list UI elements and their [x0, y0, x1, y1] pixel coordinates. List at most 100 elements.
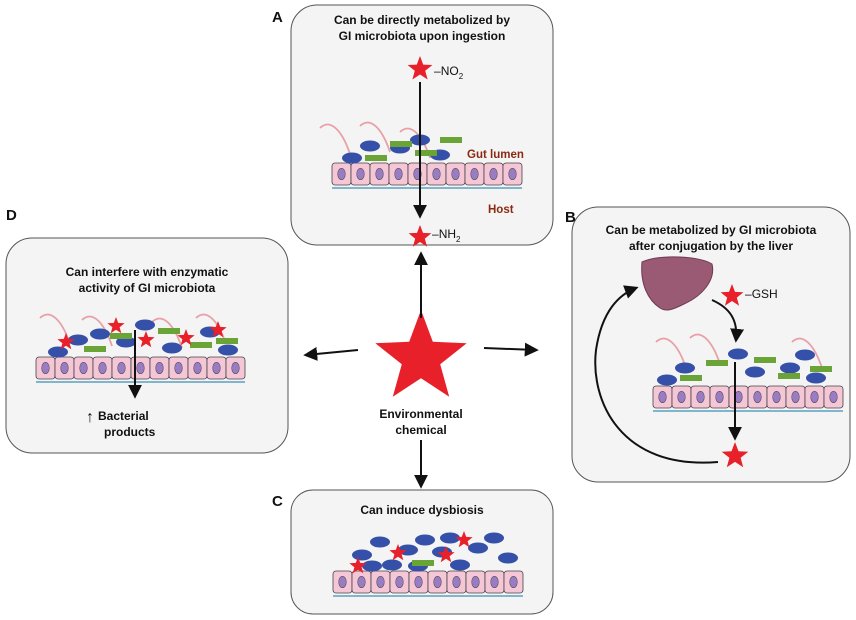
cell-nucleus [433, 575, 442, 589]
bacterium-oval [68, 334, 88, 346]
cell-nucleus [60, 361, 69, 375]
bacterium-rod [440, 137, 462, 143]
bacterium-oval [795, 349, 815, 361]
panel-d-title-line2: activity of GI microbiota [79, 281, 216, 295]
liver-icon [641, 256, 714, 311]
bacterium-oval [657, 374, 677, 386]
bacterium-oval [468, 542, 488, 554]
cell-nucleus [155, 361, 164, 375]
panel-d-box [5, 237, 289, 454]
bacterium-rod [754, 357, 776, 363]
cell-nucleus [753, 390, 762, 404]
bacterial-flagellum [81, 315, 113, 347]
bacterium-oval [728, 348, 748, 360]
bacterium-rod [110, 333, 132, 339]
panel-a-lumen-label: Gut lumen [467, 149, 524, 161]
cell-nucleus [509, 575, 518, 589]
cell-nucleus [376, 575, 385, 589]
bacterium-oval [440, 532, 460, 544]
panel-c-epithelium [332, 570, 524, 597]
chemical-star [389, 544, 407, 561]
cell-nucleus [395, 575, 404, 589]
cell-nucleus [791, 390, 800, 404]
bacterium-oval [48, 346, 68, 358]
panel-b-letter: B [565, 209, 576, 226]
chemical-star [349, 557, 367, 574]
bacterium-oval [362, 560, 382, 572]
cell-nucleus [810, 390, 819, 404]
cell-nucleus [212, 361, 221, 375]
panel-a-top-star [407, 56, 433, 80]
panel-c-letter: C [272, 493, 283, 510]
arrow-to-panel-b [483, 342, 539, 357]
bacterium-oval [484, 532, 504, 544]
bacterium-rod [415, 150, 437, 156]
panel-c-bacteria [349, 531, 518, 574]
bacterium-rod [680, 375, 702, 381]
chemical-star [137, 331, 155, 348]
cell-nucleus [174, 361, 183, 375]
cell-nucleus [432, 167, 441, 181]
bacterium-rod [706, 360, 728, 366]
panel-a-bottom-star [408, 225, 432, 247]
bacterium-rod [190, 342, 212, 348]
center-label-line2: chemical [395, 423, 446, 437]
cell-nucleus [394, 167, 403, 181]
chemical-star [437, 546, 455, 563]
chemical-star [209, 321, 227, 338]
bacterial-flagellum [151, 317, 183, 349]
bacterium-oval [745, 366, 765, 378]
cell-nucleus [658, 390, 667, 404]
panel-d-epithelium [35, 356, 246, 383]
bacterium-rod [365, 155, 387, 161]
bacterial-flagellum [359, 121, 391, 153]
cell-nucleus [193, 361, 202, 375]
bacterium-oval [90, 328, 110, 340]
bacterium-oval [116, 336, 136, 348]
bacterium-oval [218, 344, 238, 356]
panel-d-title-line1: Can interfere with enzymatic [66, 265, 229, 279]
bacterium-rod [158, 328, 180, 334]
panel-b-recirculation-arrow [594, 285, 719, 464]
panel-d-product-line2: products [104, 425, 156, 439]
cell-nucleus [136, 361, 145, 375]
bacterium-oval [415, 534, 435, 546]
bacterial-flagellum [791, 337, 823, 369]
bacterium-oval [370, 536, 390, 548]
panel-a-bacteria [319, 121, 462, 164]
panel-a-bottom-chem: –NH2 [432, 227, 461, 244]
panel-d-product-line1: Bacterial [98, 409, 149, 423]
center-label-line1: Environmental [379, 407, 462, 421]
bacterium-oval [450, 559, 470, 571]
cell-nucleus [79, 361, 88, 375]
cell-nucleus [829, 390, 838, 404]
cell-nucleus [338, 575, 347, 589]
chemical-star [107, 317, 125, 334]
chemical-star [455, 531, 473, 548]
panel-b-free-star [721, 442, 749, 468]
panel-d-letter: D [6, 207, 17, 224]
bacterium-rod [412, 560, 434, 566]
chemical-star [177, 329, 195, 346]
cell-nucleus [451, 167, 460, 181]
panel-a-epithelium [331, 162, 523, 189]
bacterium-oval [360, 140, 380, 152]
bacterium-rod [390, 141, 412, 147]
cell-nucleus [231, 361, 240, 375]
cell-nucleus [452, 575, 461, 589]
panel-b-title-line2: after conjugation by the liver [629, 239, 793, 253]
center-star [375, 310, 467, 397]
cell-nucleus [772, 390, 781, 404]
bacterium-oval [342, 152, 362, 164]
bacterium-oval [780, 362, 800, 374]
panel-b-liver-to-gut-arrow [711, 299, 745, 343]
bacterium-oval [806, 372, 826, 384]
cell-nucleus [471, 575, 480, 589]
bacterium-rod [84, 346, 106, 352]
panel-b-title-line1: Can be metabolized by GI microbiota [606, 223, 817, 237]
panel-a-title-line2: GI microbiota upon ingestion [339, 29, 506, 43]
panel-b-gsh-star [720, 284, 744, 306]
chemical-star [57, 333, 75, 350]
cell-nucleus [715, 390, 724, 404]
